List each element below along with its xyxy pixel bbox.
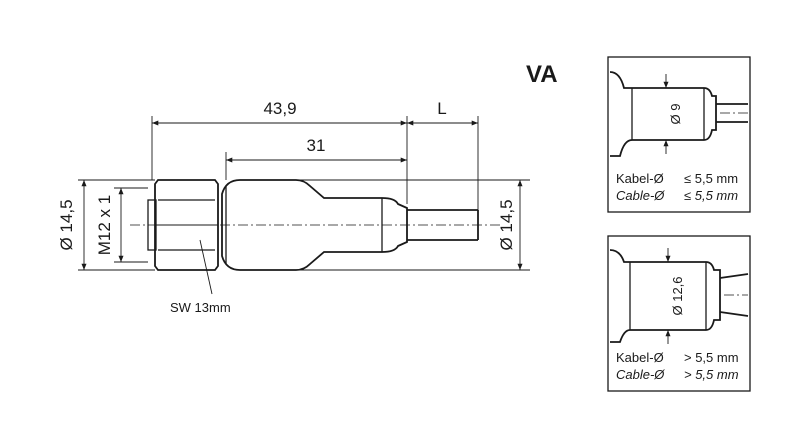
dimension-left-diameter: Ø 14,5	[57, 179, 155, 271]
detail-bottom-row1-value: > 5,5 mm	[684, 350, 739, 365]
wrench-size-callout: SW 13mm	[170, 239, 231, 315]
connector-outline	[130, 179, 500, 271]
thread-label: M12 x 1	[95, 195, 114, 255]
detail-top-row1-label: Kabel-Ø	[616, 171, 664, 186]
detail-bottom-row1-label: Kabel-Ø	[616, 350, 664, 365]
wrench-size-label: SW 13mm	[170, 300, 231, 315]
detail-bottom-row2-label: Cable-Ø	[616, 367, 665, 382]
detail-top-row2-label: Cable-Ø	[616, 188, 665, 203]
dimension-cable-length: L	[407, 99, 479, 210]
dimension-right-diameter: Ø 14,5	[300, 179, 530, 271]
detail-bottom: Ø 12,6 Kabel-Ø > 5,5 mm Cable-Ø > 5,5 mm	[607, 235, 751, 392]
detail-top-row1-value: ≤ 5,5 mm	[684, 171, 738, 186]
detail-top-row2-value: ≤ 5,5 mm	[684, 188, 738, 203]
detail-top: Ø 9 Kabel-Ø ≤ 5,5 mm Cable-Ø ≤ 5,5 mm	[607, 56, 751, 213]
dimension-body-label: 31	[307, 136, 326, 155]
detail-bottom-row2-value: > 5,5 mm	[684, 367, 739, 382]
detail-top-diameter: Ø 9	[668, 104, 683, 125]
left-diameter-label: Ø 14,5	[57, 199, 76, 250]
detail-bottom-diameter: Ø 12,6	[670, 276, 685, 315]
dimension-body: 31	[225, 136, 407, 180]
variant-label: VA	[526, 61, 558, 88]
dimension-thread: M12 x 1	[95, 187, 148, 263]
dimension-overall: 43,9	[151, 99, 408, 204]
right-diameter-label: Ø 14,5	[497, 199, 516, 250]
dimension-cable-label: L	[437, 99, 446, 118]
dimension-overall-label: 43,9	[263, 99, 296, 118]
